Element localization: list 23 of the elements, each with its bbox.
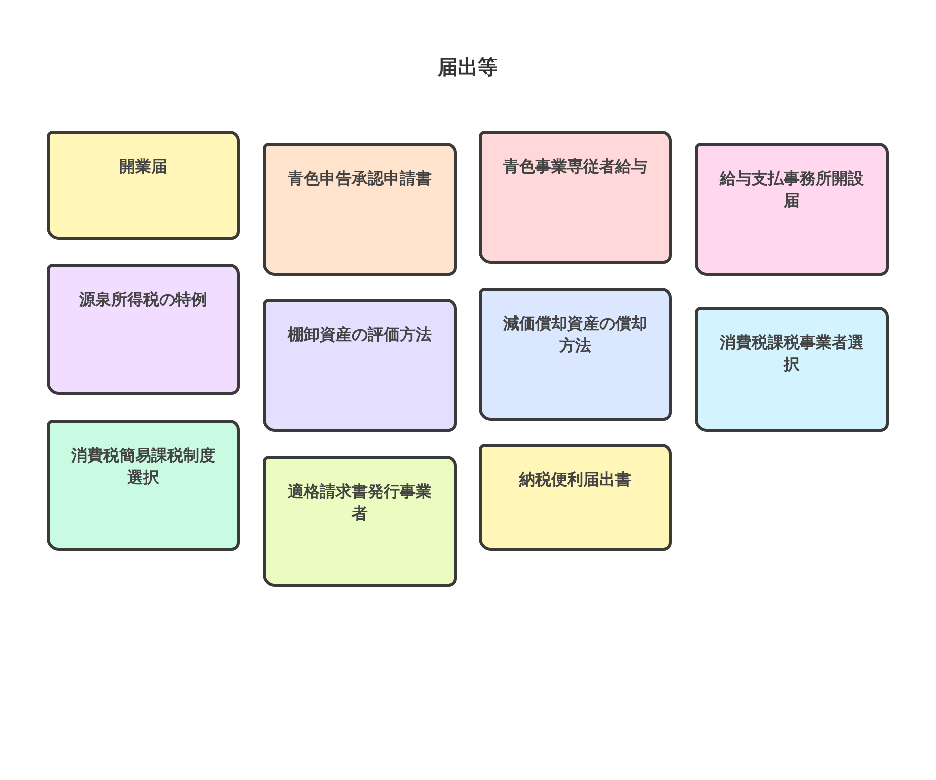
note-text: 消費税簡易課税制度選択 (70, 445, 216, 488)
sticky-note (695, 143, 889, 276)
note-text: 棚卸資産の評価方法 (286, 324, 433, 346)
sticky-note (263, 143, 457, 276)
note-text: 適格請求書発行事業者 (287, 481, 433, 524)
note-text: 開業届 (118, 156, 168, 178)
sticky-note (479, 288, 672, 421)
note-text: 青色事業専従者給与 (502, 156, 648, 178)
note-text: 減価償却資産の償却方法 (502, 313, 648, 356)
diagram-title: 届出等 (436, 54, 499, 81)
sticky-note (479, 131, 672, 264)
note-text: 納税便利届出書 (518, 469, 632, 491)
note-text: 給与支払事務所開設届 (718, 168, 865, 212)
sticky-note (695, 307, 889, 432)
sticky-note (47, 131, 240, 240)
sticky-note (263, 456, 457, 587)
note-text: 源泉所得税の特例 (78, 289, 208, 311)
sticky-note (47, 264, 240, 395)
sticky-note (47, 420, 240, 551)
sticky-note (479, 444, 672, 551)
note-text: 消費税課税事業者選択 (719, 332, 865, 376)
sticky-note (263, 299, 457, 432)
note-text: 青色申告承認申請書 (287, 168, 433, 190)
